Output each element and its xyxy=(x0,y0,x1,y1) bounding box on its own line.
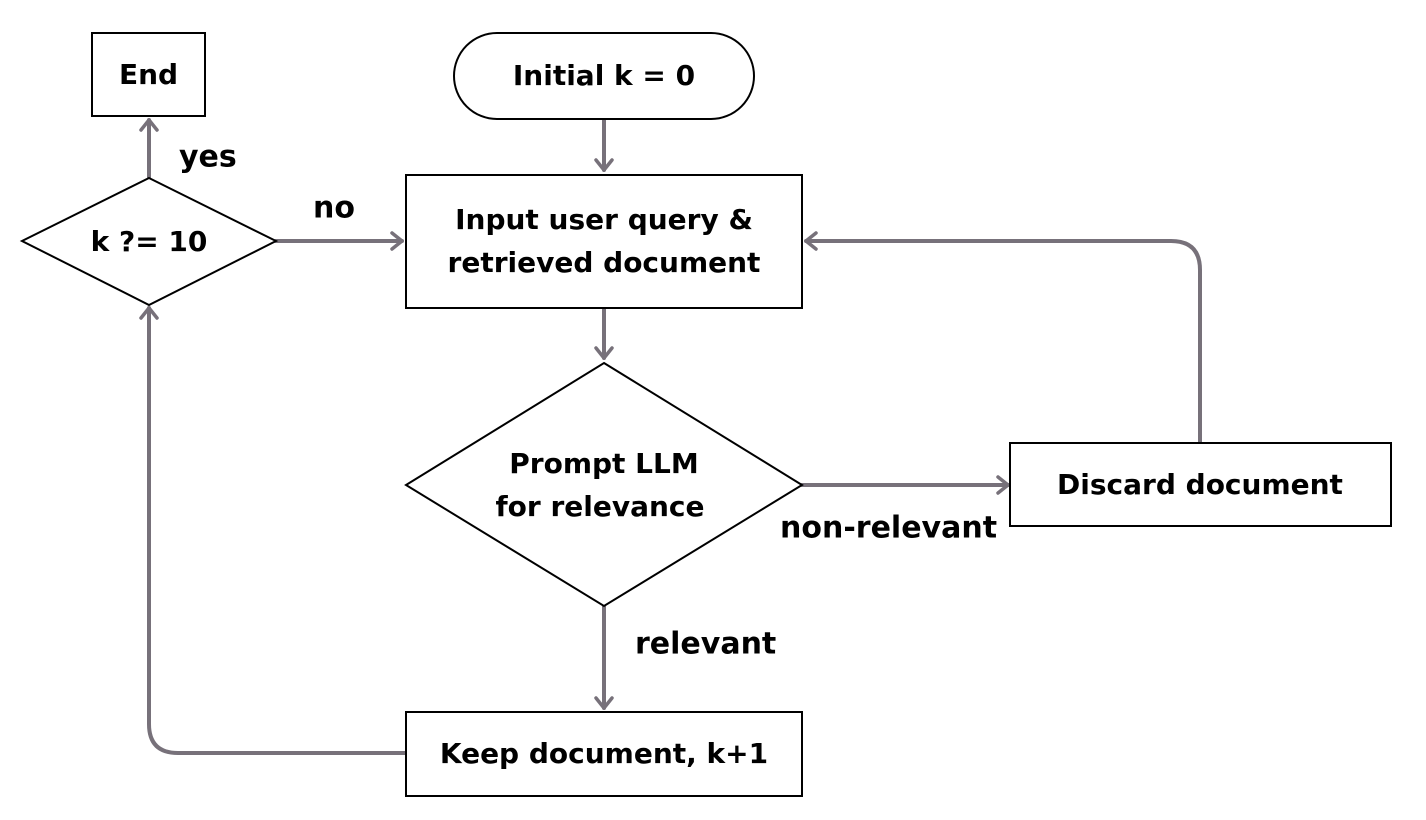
discard-node: Discard document xyxy=(1009,442,1392,527)
keep-node: Keep document, k+1 xyxy=(405,711,803,797)
edge-decision-to-end xyxy=(139,118,159,179)
start-node-label: Initial k = 0 xyxy=(513,59,695,92)
end-node: End xyxy=(91,32,206,117)
edge-input-to-prompt xyxy=(594,306,614,360)
edge-prompt-to-keep xyxy=(594,604,614,710)
decision-k-node: k ?= 10 xyxy=(19,176,279,307)
decision-k-label: k ?= 10 xyxy=(91,225,208,258)
end-node-label: End xyxy=(119,58,178,91)
input-node-label-line1: Input user query & xyxy=(455,203,753,236)
edge-decision-to-input xyxy=(274,231,404,251)
input-node-label-line2: retrieved document xyxy=(448,246,761,279)
edge-start-to-input xyxy=(594,118,614,172)
keep-node-label: Keep document, k+1 xyxy=(440,737,768,770)
edge-keep-to-decision xyxy=(139,306,408,755)
prompt-node-label-line1: Prompt LLM xyxy=(509,447,698,480)
edge-label-non-relevant: non-relevant xyxy=(780,511,997,546)
edge-prompt-to-discard xyxy=(800,475,1010,495)
discard-node-label: Discard document xyxy=(1057,468,1343,501)
prompt-node: Prompt LLM for relevance xyxy=(404,361,804,608)
edge-label-relevant: relevant xyxy=(635,627,776,662)
start-node: Initial k = 0 xyxy=(453,32,755,120)
edge-label-yes: yes xyxy=(179,140,237,175)
edge-discard-to-input xyxy=(804,231,1202,444)
prompt-node-label-line2: for relevance xyxy=(495,490,704,523)
edge-label-no: no xyxy=(313,191,355,226)
input-node: Input user query & retrieved document xyxy=(405,174,803,309)
